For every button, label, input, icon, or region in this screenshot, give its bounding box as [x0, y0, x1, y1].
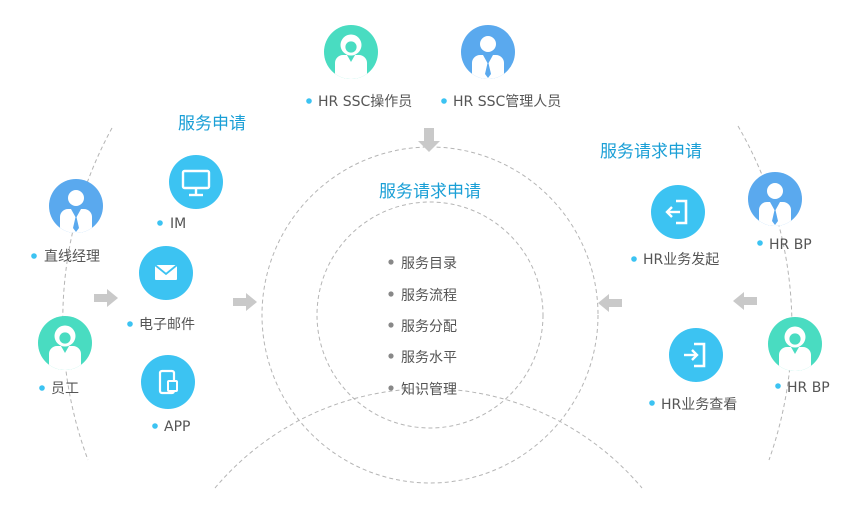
im-label: IM: [170, 216, 186, 232]
bullet-dot: [441, 98, 447, 104]
app-label: APP: [164, 419, 190, 435]
bullet-dot: [31, 253, 37, 259]
bullet-dot: [306, 98, 312, 104]
hr-view-label: HR业务查看: [661, 397, 737, 413]
bullet-dot: [152, 423, 158, 429]
hr-business-initiate: HR业务发起: [631, 185, 719, 268]
top-manager: HR SSC管理人员: [441, 25, 561, 110]
list-item: 服务流程: [401, 288, 457, 304]
list-bullet: [388, 322, 394, 328]
bullet-dot: [127, 321, 133, 327]
list-bullet: [388, 259, 394, 265]
bullet-dot: [649, 400, 655, 406]
hr-business-view: HR业务查看: [649, 328, 737, 413]
left-edge-arc: [62, 127, 113, 461]
person-hrbp-top: HR BP: [748, 172, 812, 253]
email-label: 电子邮件: [139, 317, 195, 333]
outer-arc: [214, 388, 643, 489]
bullet-dot: [39, 385, 45, 391]
manager-label: HR SSC管理人员: [453, 94, 561, 110]
operator-label: HR SSC操作员: [318, 94, 412, 110]
person-line-manager: 直线经理: [31, 179, 103, 265]
left-arrow-right-2: [733, 292, 757, 310]
list-bullet: [388, 353, 394, 359]
bullet-dot: [631, 256, 637, 262]
person-hrbp-bottom: HR BP: [768, 317, 830, 396]
channel-im: IM: [157, 155, 223, 232]
list-item: 知识管理: [401, 381, 457, 398]
left-arrow-right-1: [598, 294, 622, 312]
top-operator: HR SSC操作员: [306, 25, 412, 110]
down-arrow: [418, 128, 440, 152]
hr-initiate-label: HR业务发起: [643, 252, 719, 268]
list-bullet: [388, 385, 394, 391]
list-item: 服务水平: [401, 350, 457, 366]
employee-label: 员工: [51, 381, 79, 397]
right-arrow-left-1: [94, 289, 118, 307]
hrbp-bottom-label: HR BP: [787, 380, 830, 396]
bullet-dot: [775, 383, 781, 389]
center-list: 服务目录 服务流程 服务分配 服务水平 知识管理: [388, 256, 457, 398]
monitor-icon: [169, 155, 223, 209]
center-title: 服务请求申请: [379, 182, 481, 202]
channel-app: APP: [141, 355, 195, 435]
right-section-title: 服务请求申请: [600, 142, 702, 162]
person-employee: 员工: [38, 316, 92, 397]
bullet-dot: [757, 240, 763, 246]
list-item: 服务目录: [401, 256, 457, 272]
line-manager-label: 直线经理: [44, 248, 100, 265]
inner-ring: [316, 201, 544, 429]
left-section-title: 服务申请: [178, 114, 246, 134]
right-arrow-left-2: [233, 293, 257, 311]
list-bullet: [388, 291, 394, 297]
bullet-dot: [157, 220, 163, 226]
list-item: 服务分配: [401, 319, 457, 335]
hrbp-top-label: HR BP: [769, 237, 812, 253]
channel-email: 电子邮件: [127, 246, 195, 333]
